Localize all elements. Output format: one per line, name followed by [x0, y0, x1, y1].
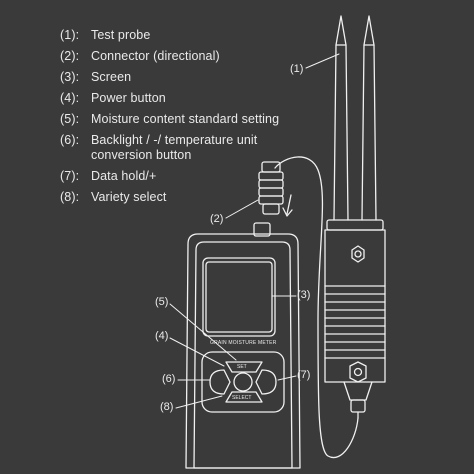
legend-text: Screen: [91, 70, 132, 84]
test-probe: [324, 15, 386, 419]
legend-item-5: (5): Moisture content standard setting: [60, 112, 280, 127]
callout-3: (3): [297, 289, 311, 301]
callout-7: (7): [297, 369, 311, 381]
legend-number: (6):: [60, 133, 80, 147]
meter-body: [185, 233, 301, 469]
callout-6: (6): [162, 373, 176, 385]
callout-8: (8): [160, 401, 174, 413]
legend-item-8: (8): Variety select: [60, 190, 280, 205]
device-brand-label: GRAIN MOISTURE METER: [210, 340, 277, 346]
callout-5: (5): [155, 296, 169, 308]
legend-item-3: (3): Screen: [60, 70, 280, 85]
meter-screen: [205, 261, 273, 333]
meter-socket: [253, 222, 271, 237]
select-button[interactable]: [225, 391, 263, 403]
backlight-button[interactable]: [209, 369, 231, 395]
screen-bezel: [202, 257, 276, 337]
legend-number: (5):: [60, 112, 80, 126]
button-panel: [201, 351, 285, 413]
callout-2: (2): [210, 213, 224, 225]
legend-number: (4):: [60, 91, 80, 105]
set-button[interactable]: [225, 361, 263, 373]
legend-text: Data hold/+: [91, 169, 157, 183]
legend-item-6: (6): Backlight / -/ temperature unit con…: [60, 133, 280, 163]
callout-4: (4): [155, 330, 169, 342]
legend-item-2: (2): Connector (directional): [60, 49, 280, 64]
select-button-label: SELECT: [232, 395, 252, 401]
legend-text: Connector (directional): [91, 49, 220, 63]
legend-text: Backlight / -/ temperature unit conversi…: [91, 133, 258, 162]
legend-text: Variety select: [91, 190, 167, 204]
connector: [258, 161, 293, 217]
legend-text: Power button: [91, 91, 166, 105]
callout-1: (1): [290, 63, 304, 75]
data-hold-button[interactable]: [255, 369, 277, 395]
legend-number: (8):: [60, 190, 80, 204]
legend-number: (2):: [60, 49, 80, 63]
leader-lines: [169, 53, 340, 409]
legend-item-1: (1): Test probe: [60, 28, 280, 43]
power-button[interactable]: [233, 372, 253, 392]
legend: (1): Test probe (2): Connector (directio…: [60, 28, 280, 211]
legend-number: (3):: [60, 70, 80, 84]
probe-cable: [274, 156, 359, 459]
legend-item-4: (4): Power button: [60, 91, 280, 106]
set-button-label: SET: [237, 364, 247, 370]
legend-number: (7):: [60, 169, 80, 183]
legend-text: Moisture content standard setting: [91, 112, 280, 126]
legend-number: (1):: [60, 28, 80, 42]
legend-item-7: (7): Data hold/+: [60, 169, 280, 184]
legend-text: Test probe: [91, 28, 151, 42]
